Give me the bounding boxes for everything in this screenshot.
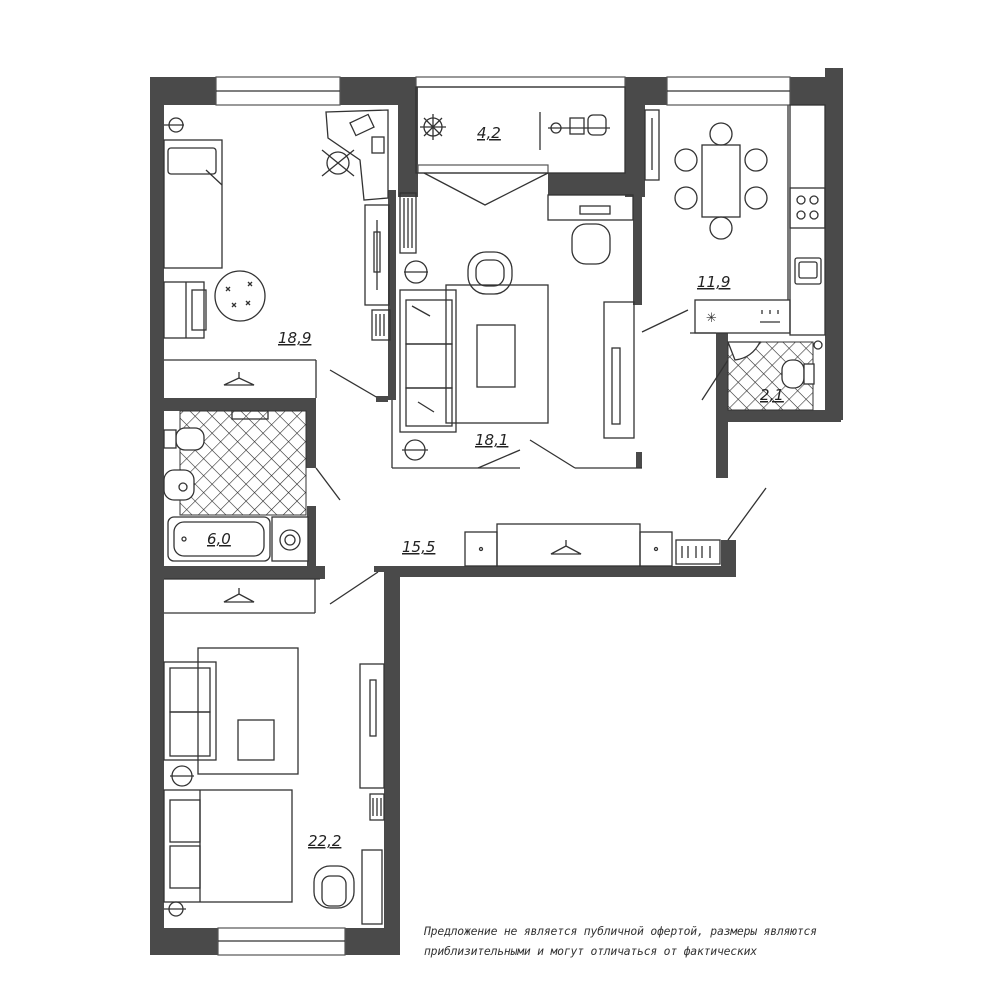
partitions: [164, 105, 789, 614]
kitchen-counter: ✳: [694, 104, 826, 336]
walls: [150, 68, 843, 955]
area-label-kitchen: 11,9: [697, 273, 730, 291]
toilet-bowl-icon: [163, 427, 205, 451]
area-label-bathroom: 6,0: [207, 530, 231, 548]
wardrobe-1-shelf: [371, 309, 391, 341]
disclaimer-line-2: приблизительными и могут отличаться от ф…: [424, 944, 757, 958]
sofa: [399, 289, 457, 433]
corner-desk: [325, 109, 389, 201]
area-labels: 18,9 4,2 18,1 11,9 2,1 6,0 15,5 22,2: [207, 124, 784, 850]
disclaimer: Предложение не является публичной оферто…: [424, 921, 844, 961]
closet-hanger-icon: [223, 588, 255, 603]
armchair: [467, 251, 513, 295]
bedroom-2: [163, 588, 385, 925]
disclaimer-line-1: Предложение не является публичной оферто…: [424, 924, 817, 938]
sofa-2: [163, 661, 217, 761]
washing-machine: [271, 516, 309, 562]
hallway: [329, 487, 767, 605]
radiator-icon: [164, 117, 184, 133]
living-room: [399, 192, 689, 469]
radiator-icon: [402, 439, 428, 461]
chairs: [674, 122, 768, 240]
bedroom-1: [163, 109, 391, 402]
desk-living: [547, 194, 634, 221]
windows: [215, 76, 791, 956]
desk-lamp-icon: [539, 112, 610, 150]
closet-hanger-icon: [550, 540, 582, 555]
wardrobe-2-shelf: [369, 793, 385, 821]
desk-chair: [321, 149, 355, 177]
kitchen: ✳: [644, 104, 826, 336]
area-label-balcony: 4,2: [477, 124, 501, 142]
toilet: [701, 340, 823, 411]
bathtub: [167, 516, 271, 562]
towel-rail: [231, 410, 269, 420]
desk-chair-living: [571, 223, 611, 265]
double-bed: [163, 789, 293, 903]
plant-icon: [420, 114, 446, 140]
radiator-icon: [164, 901, 186, 917]
armchair-2: [313, 865, 355, 909]
bookshelf: [399, 192, 417, 254]
area-label-toilet: 2,1: [760, 386, 784, 404]
area-label-living-room: 18,1: [475, 431, 508, 449]
radiator-icon: [170, 765, 194, 787]
balcony: [415, 86, 626, 206]
area-label-bedroom-1: 18,9: [278, 329, 311, 347]
desk-2: [361, 849, 383, 925]
rug: [445, 284, 549, 424]
wardrobe-1: [364, 204, 390, 306]
sink-icon: [727, 341, 762, 361]
rug-2: [197, 647, 299, 775]
svg-text:✳: ✳: [706, 311, 717, 326]
bathroom: [163, 410, 341, 562]
dining-table: [674, 122, 768, 240]
closet-hanger-icon: [223, 372, 255, 386]
sink-icon: [163, 469, 195, 501]
single-bed: [163, 139, 223, 269]
round-rug: [214, 270, 266, 322]
shoe-rack: [675, 539, 721, 565]
area-label-hallway: 15,5: [402, 538, 435, 556]
wardrobe-2: [359, 663, 385, 789]
wardrobe-kitchen: [644, 109, 660, 181]
radiator-icon: [404, 260, 428, 284]
tv-stand: [603, 301, 635, 439]
dresser: [163, 281, 207, 339]
area-label-bedroom-2: 22,2: [308, 832, 341, 850]
toilet-bowl-icon: [781, 359, 815, 389]
